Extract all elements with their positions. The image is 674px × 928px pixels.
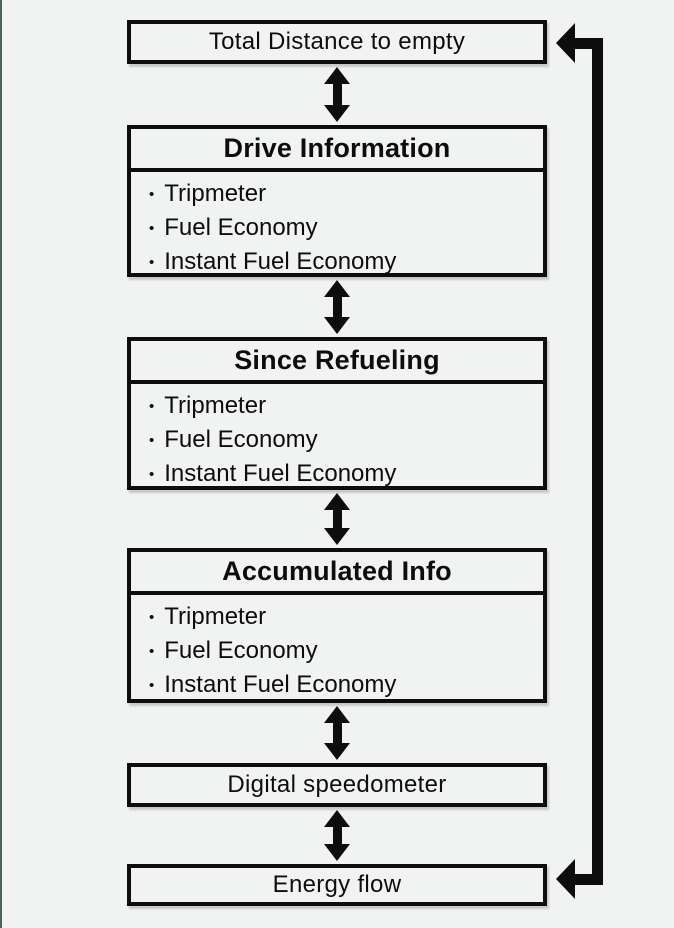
left-edge-line xyxy=(0,0,2,928)
node-title: Accumulated Info xyxy=(222,556,452,586)
bullet-icon: • xyxy=(149,219,155,237)
arrow-up-head-icon xyxy=(324,67,350,84)
node-title: Total Distance to empty xyxy=(208,28,466,55)
loop-connector-bottom-arm xyxy=(574,874,603,885)
node-since-refueling: Since Refueling • Tripmeter • Fuel Econo… xyxy=(127,337,547,490)
list-item: • Instant Fuel Economy xyxy=(145,457,543,491)
node-item-list: • Tripmeter • Fuel Economy • Instant Fue… xyxy=(131,384,543,491)
arrow-up-head-icon xyxy=(324,280,350,297)
bidirectional-arrow-icon xyxy=(324,280,350,334)
bidirectional-arrow-icon xyxy=(324,706,350,760)
node-item-list: • Tripmeter • Fuel Economy • Instant Fue… xyxy=(131,172,543,279)
list-item: • Fuel Economy xyxy=(145,423,543,457)
bullet-icon: • xyxy=(149,397,155,415)
list-item: • Fuel Economy xyxy=(145,634,543,668)
loop-connector-top-arm xyxy=(574,38,603,49)
list-item: • Fuel Economy xyxy=(145,211,543,245)
bullet-icon: • xyxy=(149,253,155,271)
node-accumulated-info: Accumulated Info • Tripmeter • Fuel Econ… xyxy=(127,548,547,703)
bidirectional-arrow-icon xyxy=(324,493,350,545)
node-energy-flow: Energy flow xyxy=(127,864,547,906)
bidirectional-arrow-icon xyxy=(324,810,350,861)
node-title: Drive Information xyxy=(223,133,451,163)
arrow-down-head-icon xyxy=(324,844,350,861)
bullet-icon: • xyxy=(149,431,155,449)
arrow-up-head-icon xyxy=(324,706,350,723)
bullet-icon: • xyxy=(149,608,155,626)
bidirectional-arrow-icon xyxy=(324,67,350,122)
bullet-icon: • xyxy=(149,676,155,694)
bullet-icon: • xyxy=(149,185,155,203)
node-item-list: • Tripmeter • Fuel Economy • Instant Fue… xyxy=(131,595,543,702)
loop-connector-line xyxy=(592,38,603,885)
list-item-label: Tripmeter xyxy=(164,180,267,207)
node-title: Energy flow xyxy=(272,871,402,898)
node-title: Since Refueling xyxy=(234,345,440,375)
list-item-label: Instant Fuel Economy xyxy=(164,671,397,698)
arrow-down-head-icon xyxy=(324,528,350,545)
list-item: • Tripmeter xyxy=(145,600,543,634)
list-item-label: Fuel Economy xyxy=(164,214,318,241)
bullet-icon: • xyxy=(149,642,155,660)
arrow-down-head-icon xyxy=(324,317,350,334)
bullet-icon: • xyxy=(149,465,155,483)
node-drive-information: Drive Information • Tripmeter • Fuel Eco… xyxy=(127,125,547,277)
list-item-label: Fuel Economy xyxy=(164,637,318,664)
list-item: • Instant Fuel Economy xyxy=(145,668,543,702)
arrow-shaft xyxy=(332,509,342,529)
arrow-down-head-icon xyxy=(324,743,350,760)
node-header: Since Refueling xyxy=(131,341,543,384)
node-title: Digital speedometer xyxy=(227,771,447,798)
arrow-left-head-icon xyxy=(556,859,575,899)
arrow-shaft xyxy=(332,83,342,106)
arrow-up-head-icon xyxy=(324,493,350,510)
list-item: • Instant Fuel Economy xyxy=(145,245,543,279)
arrow-up-head-icon xyxy=(324,810,350,827)
arrow-shaft xyxy=(332,722,342,744)
node-header: Accumulated Info xyxy=(131,552,543,595)
node-digital-speedometer: Digital speedometer xyxy=(127,763,547,807)
list-item: • Tripmeter xyxy=(145,389,543,423)
arrow-left-head-icon xyxy=(556,23,575,63)
node-total-distance-to-empty: Total Distance to empty xyxy=(127,20,547,64)
list-item-label: Tripmeter xyxy=(164,392,267,419)
arrow-shaft xyxy=(332,826,342,845)
arrow-shaft xyxy=(332,296,342,318)
list-item-label: Instant Fuel Economy xyxy=(164,248,397,275)
list-item-label: Instant Fuel Economy xyxy=(164,460,397,487)
list-item-label: Tripmeter xyxy=(164,603,267,630)
arrow-down-head-icon xyxy=(324,105,350,122)
node-header: Drive Information xyxy=(131,129,543,172)
list-item-label: Fuel Economy xyxy=(164,426,318,453)
list-item: • Tripmeter xyxy=(145,177,543,211)
